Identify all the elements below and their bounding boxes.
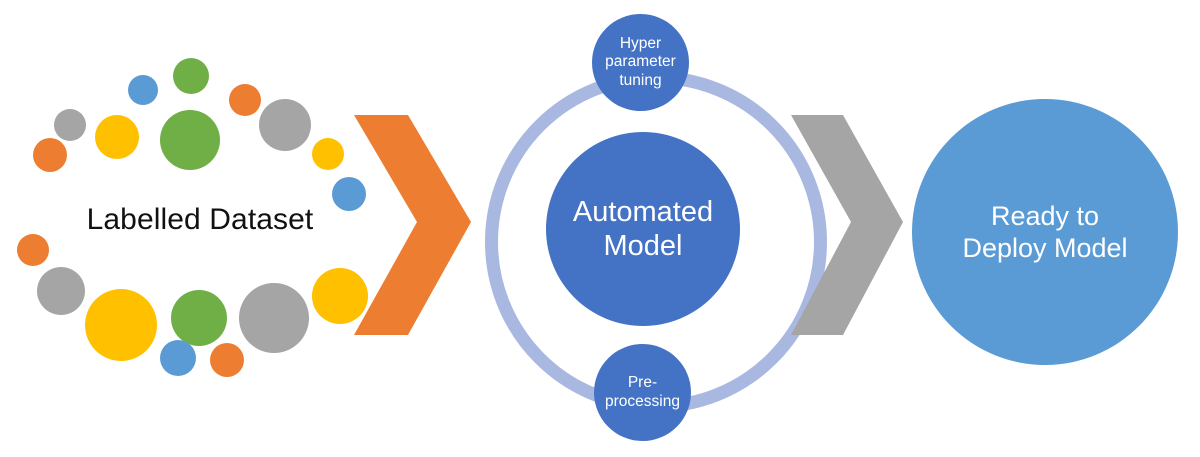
dot-yellow-large — [85, 289, 157, 361]
dot-blue-bottom — [160, 340, 196, 376]
labelled-dataset-group: Labelled Dataset — [0, 0, 400, 457]
automated-model-group: Automated Model Hyper parameter tuning P… — [484, 14, 827, 444]
pre-processing-line2: processing — [605, 392, 680, 410]
dot-green-small-top — [173, 58, 209, 94]
dot-yellow-upper-left — [95, 115, 139, 159]
dot-blue-right — [332, 177, 366, 211]
automated-model-line1: Automated — [572, 195, 714, 228]
ready-to-deploy-model-circle: Ready to Deploy Model — [912, 99, 1178, 365]
gray-chevron-shape — [791, 115, 903, 335]
hyperparameter-tuning-line1: Hyper — [619, 34, 662, 52]
dot-orange-bottom — [210, 343, 244, 377]
dot-yellow-right-top — [312, 138, 344, 170]
orange-chevron-icon — [350, 110, 475, 340]
dot-gray-upper-right — [259, 99, 311, 151]
dot-gray-lower-right — [239, 283, 309, 353]
dot-blue-top-left — [128, 75, 158, 105]
deploy-line1: Ready to — [990, 200, 1100, 231]
dot-orange-far-left — [33, 138, 67, 172]
dot-orange-top-right — [229, 84, 261, 116]
hyperparameter-tuning-circle: Hyper parameter tuning — [592, 14, 689, 111]
gray-chevron-icon — [787, 110, 907, 340]
dataset-dot-cluster — [0, 0, 400, 457]
automated-model-core: Automated Model — [546, 132, 740, 326]
deploy-line2: Deploy Model — [962, 233, 1128, 263]
dot-gray-upper-left — [54, 109, 86, 141]
dot-orange-left-mid — [17, 234, 49, 266]
dot-green-bottom — [171, 290, 227, 346]
orange-chevron-shape — [354, 115, 471, 335]
dot-gray-lower-left — [37, 267, 85, 315]
dot-green-large — [160, 110, 220, 170]
automated-model-line2: Model — [603, 230, 683, 262]
hyperparameter-tuning-line3: tuning — [619, 71, 662, 89]
pre-processing-line1: Pre- — [627, 373, 658, 391]
labelled-dataset-label: Labelled Dataset — [86, 203, 314, 236]
pre-processing-circle: Pre- processing — [594, 344, 691, 441]
dot-yellow-far-right — [312, 268, 368, 324]
hyperparameter-tuning-line2: parameter — [605, 53, 676, 71]
